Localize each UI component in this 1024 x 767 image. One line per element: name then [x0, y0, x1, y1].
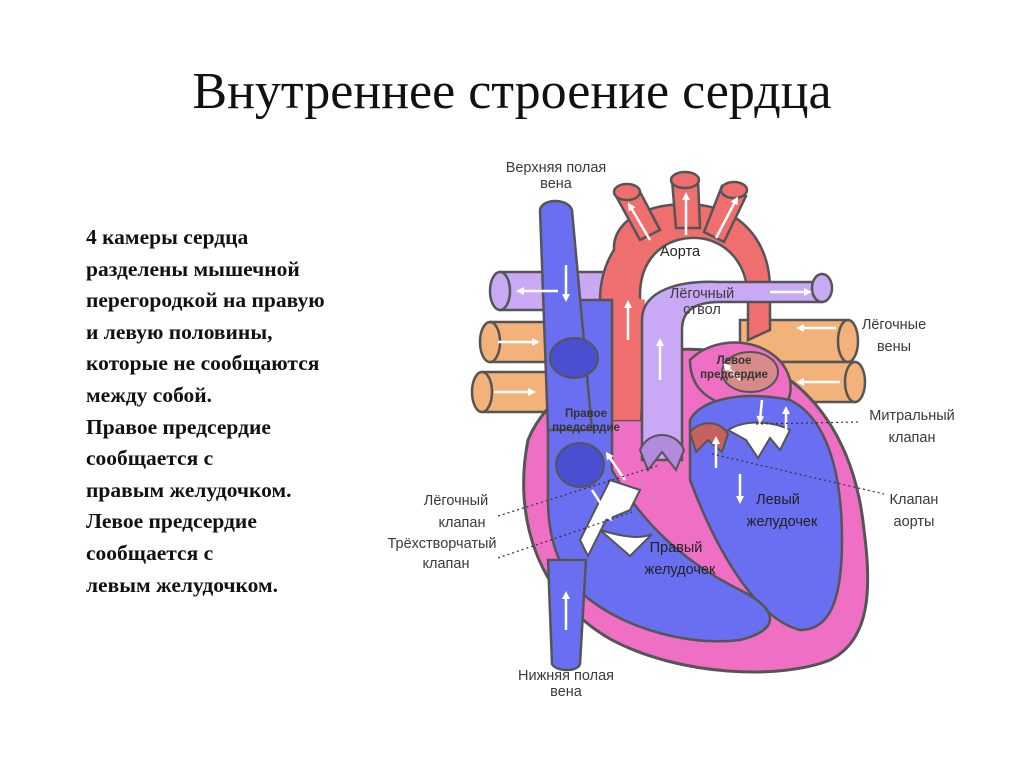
label-right-ventricle: Правый желудочек — [645, 540, 716, 578]
text-line: 4 камеры сердца — [86, 225, 249, 249]
left-ventricle — [688, 394, 844, 632]
label-ivc: Нижняя полая вена — [518, 668, 614, 700]
text-line: которые не сообщаются — [86, 351, 320, 376]
label-tricuspid-valve-line2: клапан — [423, 556, 470, 572]
label-pulmonary-valve: Лёгочный клапан — [424, 493, 488, 531]
label-ivc-line2: вена — [550, 684, 583, 700]
label-aortic-valve-line1: Клапан — [890, 492, 939, 508]
label-mitral-valve: Митральный клапан — [869, 408, 955, 446]
pulmonary-trunk-end — [810, 272, 834, 304]
label-left-ventricle: Левый желудочек — [747, 492, 818, 530]
ivc-opening — [555, 442, 605, 488]
label-pulmonary-valve-line2: клапан — [439, 515, 486, 531]
flow-arrows — [494, 191, 840, 630]
label-right-atrium: Правое предсердие — [552, 408, 620, 434]
label-pulmonary-veins: Лёгочные вены — [862, 317, 926, 355]
label-left-ventricle-line2: желудочек — [747, 514, 818, 530]
label-ivc-line1: Нижняя полая — [518, 668, 614, 684]
pulmonary-vein-opening — [721, 351, 779, 393]
text-line: между собой. — [86, 382, 213, 407]
label-pulmonary-valve-line1: Лёгочный — [424, 493, 488, 509]
label-mitral-valve-line2: клапан — [889, 430, 936, 446]
text-line: сообщается с — [86, 446, 214, 471]
label-right-atrium-line2: предсердие — [552, 422, 620, 434]
label-pulmonary-trunk-line1: Лёгочный — [670, 286, 734, 302]
description-text: 4 камеры сердца разделены мышечной перег… — [86, 222, 416, 601]
svc-opening — [549, 337, 599, 379]
text-line: и левую половины, — [86, 319, 273, 344]
label-aortic-valve-line2: аорты — [894, 514, 935, 530]
text-line: перегородкой на правую — [86, 288, 325, 313]
label-right-ventricle-line2: желудочек — [645, 562, 716, 578]
text-line: Правое предсердие — [86, 414, 271, 439]
label-mitral-valve-line1: Митральный — [869, 408, 955, 424]
text-line: Левое предсердие — [86, 509, 257, 534]
label-tricuspid-valve-line1: Трёхстворчатый — [388, 536, 497, 552]
label-left-ventricle-line1: Левый — [756, 492, 800, 508]
label-pulmonary-trunk-line2: ствол — [683, 302, 721, 318]
label-svc-line1: Верхняя полая — [506, 160, 607, 176]
label-right-ventricle-line1: Правый — [650, 540, 703, 556]
label-left-atrium: Левое предсердие — [700, 355, 768, 381]
pulmonary-valve — [638, 434, 686, 472]
slide-title: Внутреннее строение сердца — [192, 63, 832, 120]
label-tricuspid-valve: Трёхстворчатый клапан — [388, 536, 497, 572]
label-aortic-valve: Клапан аорты — [890, 492, 939, 530]
label-aorta: Аорта — [660, 244, 701, 260]
label-pulmonary-trunk: Лёгочный ствол — [670, 286, 734, 318]
label-pulmonary-veins-line1: Лёгочные — [862, 317, 926, 333]
mitral-valve — [726, 421, 792, 460]
text-line: сообщается с — [86, 540, 214, 565]
text-line: правым желудочком. — [86, 477, 292, 502]
label-pulmonary-veins-line2: вены — [877, 339, 911, 355]
label-right-atrium-line1: Правое — [565, 408, 607, 420]
label-svc-line2: вена — [540, 176, 573, 192]
pointer-lines — [497, 421, 885, 559]
text-line: левым желудочком. — [86, 572, 278, 597]
text-line: разделены мышечной — [86, 256, 300, 281]
label-left-atrium-line1: Левое — [717, 355, 752, 367]
label-left-atrium-line2: предсердие — [700, 369, 768, 381]
label-svc: Верхняя полая вена — [506, 160, 607, 192]
